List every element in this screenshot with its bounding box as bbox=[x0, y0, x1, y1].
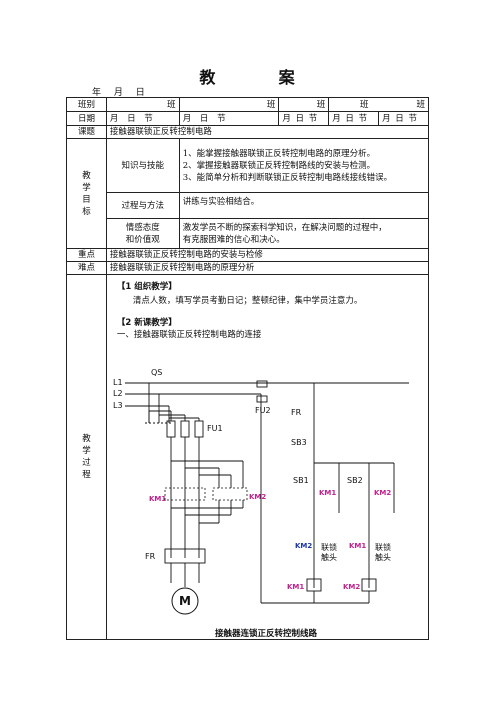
label-contact-1: 触头 bbox=[321, 552, 337, 562]
objectives-label: 教 学 目 标 bbox=[66, 138, 107, 249]
objective-process-row: 过程与方法 讲练与实验相结合。 bbox=[67, 192, 430, 219]
process-method-label: 过程与方法 bbox=[105, 192, 180, 219]
topic-row: 课题 接触器联锁正反转控制电路 bbox=[66, 125, 430, 139]
title-char-2: 案 bbox=[278, 68, 297, 87]
label-km1-coil: KM1 bbox=[287, 583, 304, 591]
circuit-diagram-svg: L1 L2 L3 QS FU1 KM1 KM2 FR M FU2 FR SB3 bbox=[113, 368, 409, 615]
difficulty-value: 接触器联锁正反转控制电路的原理分析 bbox=[105, 261, 430, 275]
page-title: 教 案 bbox=[0, 64, 496, 88]
label-fu2: FU2 bbox=[255, 406, 271, 415]
key-point-label: 重点 bbox=[66, 248, 107, 262]
key-point-value: 接触器联锁正反转控制电路的安装与检修 bbox=[105, 248, 430, 262]
date-line: 年 月 日 bbox=[92, 88, 145, 98]
label-l3: L3 bbox=[113, 401, 123, 410]
difficulty-row: 难点 接触器联锁正反转控制电路的原理分析 bbox=[66, 261, 430, 275]
process-label: 教 学 过 程 bbox=[66, 274, 107, 640]
class-row: 班别 班 班 班 班班 bbox=[66, 97, 429, 112]
knowledge-item: 1、能掌握接触器联锁正反转控制电路的原理分析。 bbox=[182, 148, 376, 159]
label-l2: L2 bbox=[113, 389, 123, 398]
date-row: 日期 月 日 节 月 日 节 月 日 节 月 日 节 月 日 节 bbox=[66, 111, 429, 126]
label-fr-control: FR bbox=[291, 408, 302, 417]
label-interlock-1: 联锁 bbox=[321, 542, 337, 552]
section-2-subtitle: 一、接触器联锁正反转控制电路的连接 bbox=[116, 330, 262, 340]
date-cell: 月 日 节 bbox=[105, 111, 180, 126]
knowledge-item: 2、掌握接触器联锁正反转控制路线的安装与检测。 bbox=[182, 160, 376, 171]
date-cell: 月 日 节 bbox=[278, 111, 330, 126]
label-fr-main: FR bbox=[145, 552, 156, 561]
diagram-caption: 接触器连锁正反转控制线路 bbox=[214, 629, 317, 639]
class-label: 班别 bbox=[66, 97, 107, 112]
label-km1-interlock: KM1 bbox=[349, 542, 366, 550]
class-cell: 班 bbox=[105, 97, 180, 112]
class-cell: 班班 bbox=[328, 97, 429, 112]
date-cell: 月 日 节 bbox=[378, 111, 429, 126]
title-char-1: 教 bbox=[199, 68, 218, 87]
label-motor: M bbox=[179, 594, 191, 608]
label-contact-2: 触头 bbox=[375, 552, 391, 562]
topic-label: 课题 bbox=[66, 125, 107, 139]
process-method-value: 讲练与实验相结合。 bbox=[178, 192, 430, 219]
label-sb1: SB1 bbox=[293, 476, 309, 485]
label-sb3: SB3 bbox=[291, 438, 307, 447]
class-cell: 班 bbox=[178, 97, 280, 112]
class-cell: 班 bbox=[278, 97, 330, 112]
label-sb2: SB2 bbox=[347, 476, 363, 485]
section-1-title: 【1 组织教学】 bbox=[116, 282, 177, 292]
attitude-value: 激发学员不断的探索科学知识，在解决问题的过程中， 有克服困难的信心和决心。 bbox=[178, 218, 430, 249]
label-km2-interlock: KM2 bbox=[295, 542, 312, 550]
date-cell: 月 日 节 bbox=[178, 111, 280, 126]
key-point-row: 重点 接触器联锁正反转控制电路的安装与检修 bbox=[66, 248, 430, 262]
label-qs: QS bbox=[151, 368, 162, 377]
topic-value: 接触器联锁正反转控制电路 bbox=[105, 125, 430, 139]
attitude-label: 情感态度 和价值观 bbox=[105, 218, 180, 249]
section-2-title: 【2 新课教学】 bbox=[116, 318, 177, 328]
label-km2-coil: KM2 bbox=[343, 583, 360, 591]
label-fu1: FU1 bbox=[207, 424, 223, 433]
section-1-text: 清点人数，填写学员考勤日记；整顿纪律，集中学员注意力。 bbox=[132, 296, 363, 306]
knowledge-items: 1、能掌握接触器联锁正反转控制电路的原理分析。 2、掌握接触器联锁正反转控制路线… bbox=[178, 138, 430, 193]
difficulty-label: 难点 bbox=[66, 261, 107, 275]
date-label: 日期 bbox=[66, 111, 107, 126]
label-l1: L1 bbox=[113, 378, 123, 387]
circuit-diagram: L1 L2 L3 QS FU1 KM1 KM2 FR M FU2 FR SB3 bbox=[109, 363, 421, 623]
label-interlock-2: 联锁 bbox=[375, 542, 391, 552]
knowledge-label: 知识与技能 bbox=[105, 138, 180, 193]
knowledge-item: 3、能简单分析和判断联锁正反转控制电路线接线错误。 bbox=[182, 172, 393, 183]
label-km2-main: KM2 bbox=[249, 493, 266, 501]
objective-attitude-row: 情感态度 和价值观 激发学员不断的探索科学知识，在解决问题的过程中， 有克服困难… bbox=[67, 218, 430, 249]
label-km2-hold: KM2 bbox=[374, 489, 391, 497]
date-cell: 月 日 节 bbox=[328, 111, 380, 126]
label-km1-main: KM1 bbox=[149, 495, 166, 503]
label-km1-hold: KM1 bbox=[319, 489, 336, 497]
objective-knowledge-row: 教 学 目 标 知识与技能 1、能掌握接触器联锁正反转控制电路的原理分析。 2、… bbox=[66, 138, 430, 249]
